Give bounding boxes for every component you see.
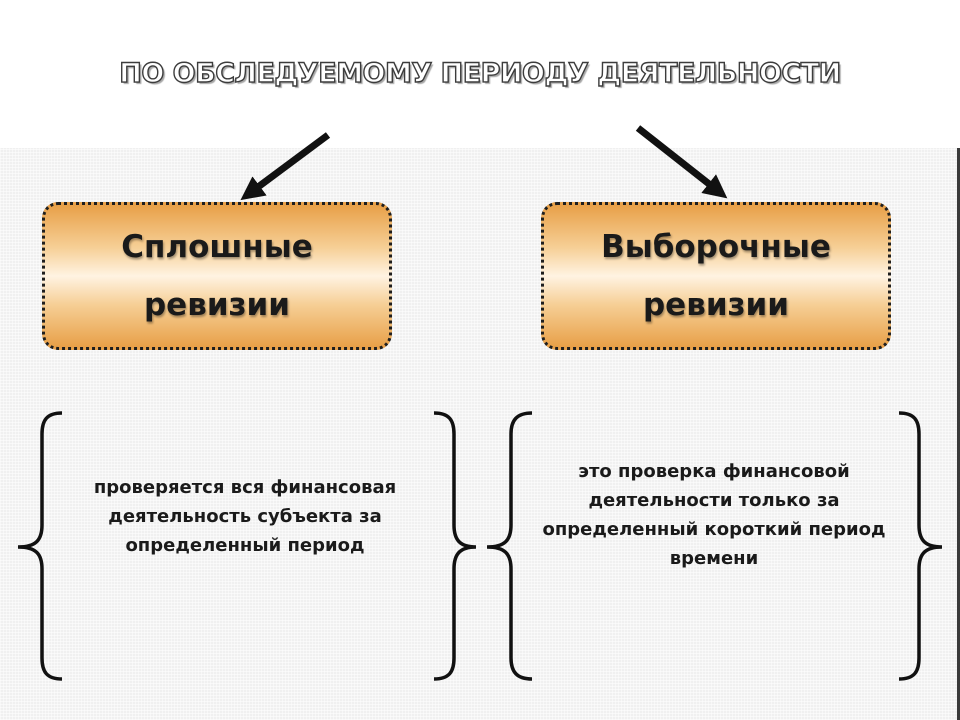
arrow-to-right-box: [635, 125, 728, 199]
continuous-audit-heading-line1: Сплошные: [121, 229, 313, 265]
selective-audit-description: это проверка финансовой деятельности тол…: [542, 461, 886, 569]
diagram-title: ПО ОБСЛЕДУЕМОМУ ПЕРИОДУ ДЕЯТЕЛЬНОСТИ: [119, 57, 842, 89]
arrow-to-left-box: [240, 132, 331, 201]
continuous-audit-heading-line2: ревизии: [143, 287, 290, 323]
left-group-open-brace: [17, 411, 63, 681]
continuous-audit-box: Сплошные ревизии: [42, 202, 392, 350]
selective-audit-heading-line2: ревизии: [642, 287, 789, 323]
left-group-close-brace: [433, 411, 477, 681]
right-group-open-brace: [486, 411, 533, 681]
selective-audit-box: Выборочные ревизии: [541, 202, 891, 350]
right-group-close-brace: [898, 411, 943, 681]
continuous-audit-description: проверяется вся финансовая деятельность …: [93, 477, 397, 556]
selective-audit-heading-line1: Выборочные: [601, 229, 831, 265]
panel-right-edge: [957, 148, 960, 720]
